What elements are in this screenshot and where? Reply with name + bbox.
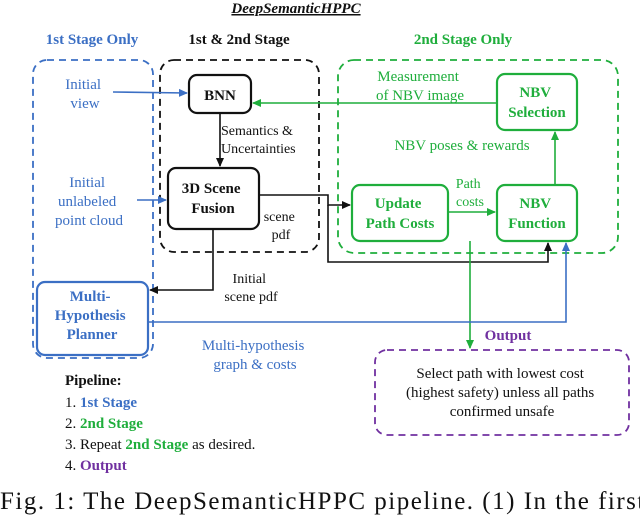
label-initial-view: Initial view (65, 77, 105, 112)
node-nbv-function (495, 183, 579, 243)
stage-header-first: 1st Stage Only (46, 32, 139, 48)
stage-header-second: 2nd Stage Only (414, 32, 513, 48)
node-nbv-function-label: NBV Function (508, 196, 566, 232)
pipeline-step-2: 2. 2nd Stage (65, 416, 143, 432)
label-initial-scene-pdf: Initial scene pdf (224, 272, 278, 305)
label-measurement: Measurement of NBV image (376, 69, 464, 104)
node-nbv-selection (495, 72, 579, 132)
label-path-costs: Path costs (456, 177, 484, 210)
label-initial-cloud: Initial unlabeled point cloud (55, 175, 123, 229)
group-first-stage (32, 59, 154, 359)
figure-caption: Fig. 1: The DeepSemanticHPPC pipeline. (… (0, 488, 640, 515)
pipeline-step-1: 1. 1st Stage (65, 395, 137, 411)
node-fusion (166, 166, 261, 231)
arrow-fusion-to-update (259, 194, 351, 209)
output-box-text: Select path with lowest cost (highest sa… (406, 366, 598, 420)
node-update-label: Update Path Costs (366, 196, 435, 232)
pipeline-diagram: DeepSemanticHPPC 1st Stage Only 1st & 2n… (32, 1, 630, 474)
node-fusion-label: 3D Scene Fusion (182, 181, 245, 217)
label-scene-pdf: scene pdf (264, 210, 299, 243)
stage-header-both: 1st & 2nd Stage (188, 32, 290, 48)
pipeline-step-4: 4. Output (65, 458, 127, 474)
node-bnn-label: BNN (204, 88, 236, 104)
pipeline-heading: Pipeline: (65, 373, 122, 389)
arrow-fusion-to-planner (149, 229, 214, 294)
group-both-stages (159, 59, 320, 253)
node-planner-label: Multi- Hypothesis Planner (55, 289, 130, 343)
node-planner (35, 280, 150, 357)
group-output (374, 349, 630, 436)
group-second-stage (337, 59, 619, 254)
pipeline-step-3: 3. Repeat 2nd Stage as desired. (65, 437, 255, 453)
arrow-view-to-bnn (112, 88, 188, 97)
arrow-fusion-to-nbv-function (327, 205, 552, 263)
arrow-planner-to-nbv-function (148, 242, 570, 323)
label-semantics: Semantics & Uncertainties (221, 124, 296, 157)
label-nbv-poses: NBV poses & rewards (394, 138, 529, 154)
label-output-heading: Output (485, 328, 532, 344)
label-multi-graph: Multi-hypothesis graph & costs (202, 338, 308, 373)
node-nbv-selection-label: NBV Selection (508, 85, 566, 121)
diagram-title: DeepSemanticHPPC (230, 1, 361, 17)
node-update-path-costs (350, 183, 450, 243)
